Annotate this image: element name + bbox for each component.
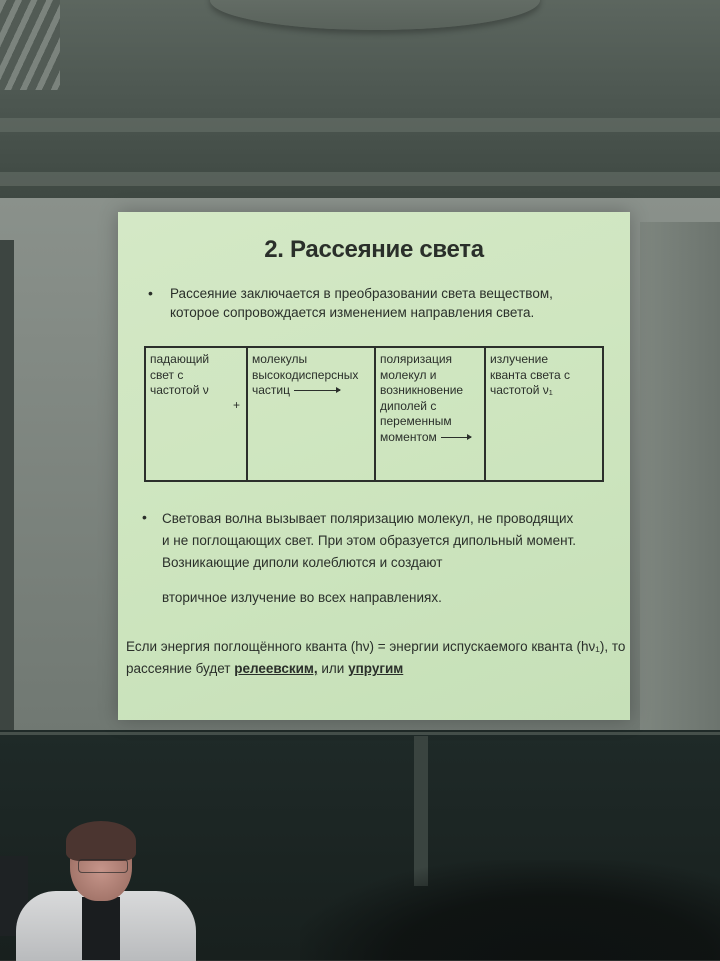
footer-text: Если энергия поглощённого кванта (hν) = … — [126, 639, 626, 676]
slide-title: 2. Рассеяние света — [264, 236, 484, 263]
plus-sign: + — [232, 398, 240, 412]
ceiling-band — [0, 118, 720, 132]
ceiling — [0, 0, 720, 200]
projected-slide: 2. Рассеяние света • Рассеяние заключает… — [118, 212, 630, 720]
scheme-text: молекулы — [252, 352, 308, 366]
scattering-scheme-table: падающий свет с частотой ν + молекулы вы… — [144, 346, 604, 482]
scheme-text: падающий — [150, 352, 210, 366]
right-arrow-icon — [440, 433, 472, 440]
foreground-shadow — [300, 860, 720, 960]
bullet-text-1: Рассеяние заключается в преобразовании с… — [170, 286, 553, 320]
scheme-arrow-line: частиц — [252, 383, 370, 399]
scheme-text: частотой ν — [150, 383, 209, 397]
wall-right — [640, 222, 720, 732]
scheme-text: свет с — [150, 367, 184, 382]
lecturer-hair — [66, 821, 136, 861]
scheme-cell-incident-light: падающий свет с частотой ν + — [146, 348, 246, 480]
term-elastic: упругим — [348, 661, 404, 676]
bullet-text-2: Световая волна вызывает поляризацию моле… — [162, 511, 576, 570]
frame-shade — [0, 240, 14, 730]
lecturer — [16, 821, 196, 961]
scheme-text: возникновение — [380, 383, 464, 397]
ceiling-vent — [210, 0, 540, 30]
ceiling-lamp — [0, 0, 60, 90]
scheme-cell-emission: излучение кванта света с частотой ν₁ — [484, 348, 602, 480]
board-line — [0, 732, 720, 735]
scheme-text: моментом — [380, 429, 437, 444]
board-post — [414, 736, 428, 886]
scheme-text: переменным — [380, 414, 452, 428]
scheme-text: частиц — [252, 383, 290, 397]
lecturer-shirt — [82, 897, 120, 960]
scheme-cell-polarization: поляризация молекул и возникновение дипо… — [374, 348, 484, 480]
scheme-text: поляризация — [380, 352, 453, 366]
bullet-marker: • — [148, 285, 153, 301]
scheme-text: частотой ν₁ — [490, 383, 553, 397]
glasses-icon — [78, 859, 128, 873]
scheme-text: кванта света с — [490, 367, 571, 382]
footer-text: или — [317, 661, 349, 676]
scheme-text: высокодисперсных — [252, 367, 359, 382]
ceiling-band — [0, 172, 720, 186]
term-rayleigh: релеевским, — [234, 661, 318, 676]
bullet-text-2-tail: вторичное излучение во всех направлениях… — [162, 590, 442, 605]
scheme-cell-molecules: молекулы высокодисперсных частиц — [246, 348, 374, 480]
scheme-text: излучение — [490, 352, 549, 366]
scheme-text: молекул и — [380, 367, 437, 382]
right-arrow-icon — [294, 387, 341, 394]
scheme-text: диполей с — [380, 398, 437, 413]
scheme-arrow-line: моментом — [380, 430, 480, 446]
slide-footer-note: Если энергия поглощённого кванта (hν) = … — [126, 636, 626, 680]
bullet-marker: • — [142, 509, 147, 525]
